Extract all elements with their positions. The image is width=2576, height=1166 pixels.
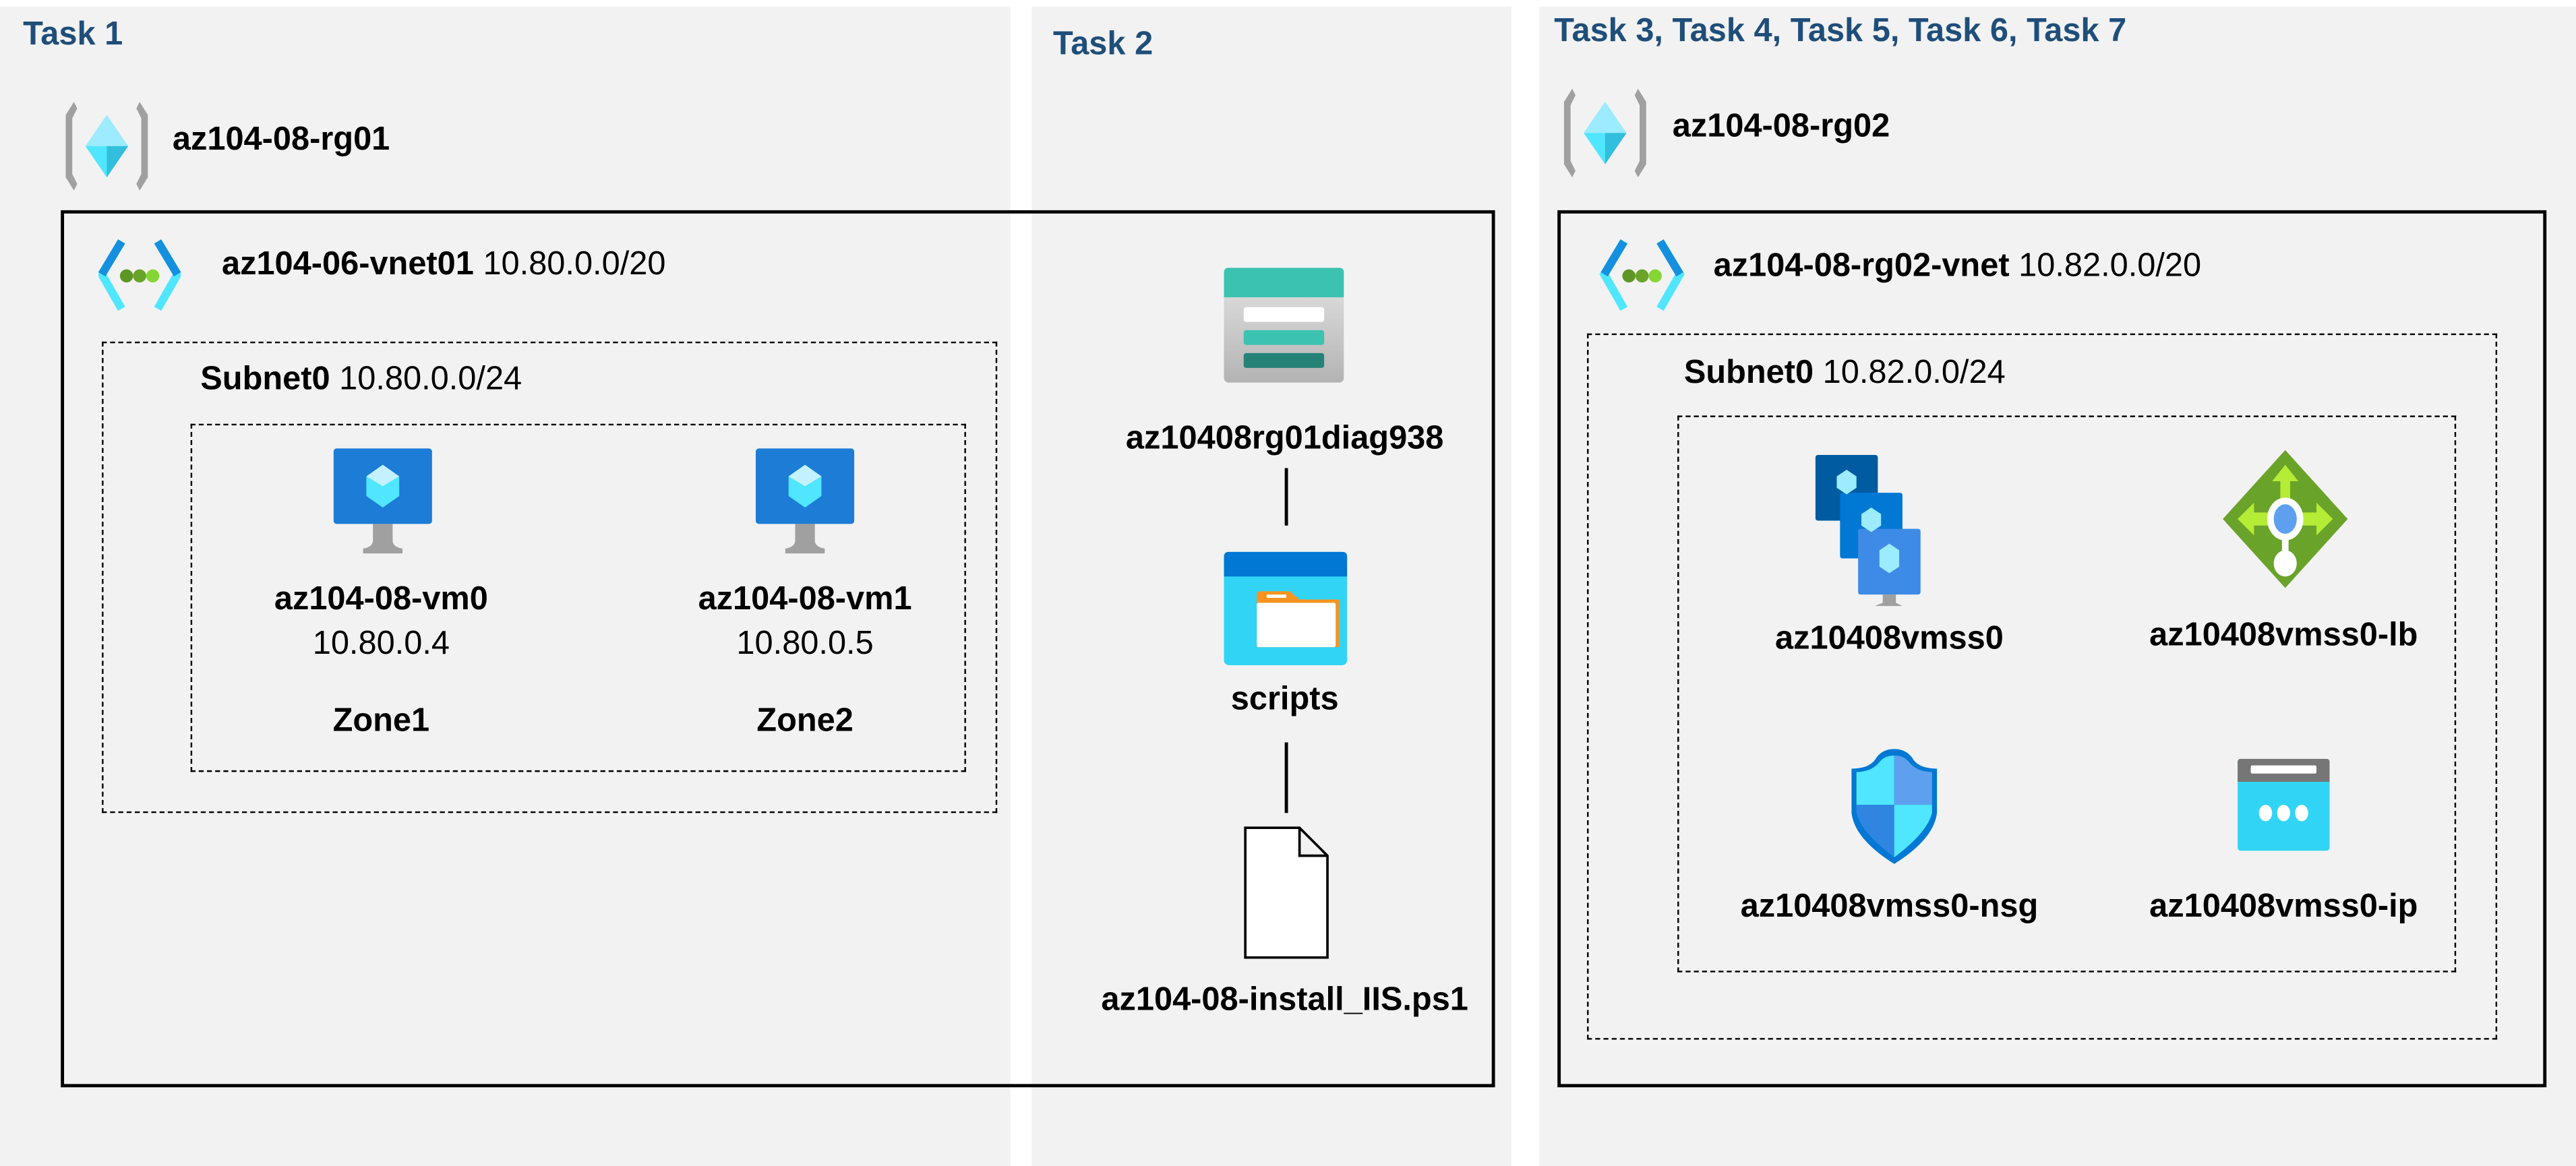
storage-account-icon	[1224, 268, 1344, 383]
subnet0-rg01-name: Subnet0	[200, 361, 330, 398]
task1-label: Task 1	[23, 16, 123, 53]
rg01-name: az104-08-rg01	[172, 121, 390, 158]
nsg-name: az10408vmss0-nsg	[1740, 888, 2039, 925]
virtual-network-icon	[98, 239, 181, 311]
load-balancer-icon	[2223, 450, 2348, 588]
lb-name: az10408vmss0-lb	[2149, 617, 2418, 654]
public-ip-name: az10408vmss0-ip	[2149, 888, 2418, 925]
rg02-vnet-name: az104-08-rg02-vnet	[1713, 247, 2010, 284]
container-icon	[1224, 551, 1348, 665]
vm0-zone: Zone1	[332, 702, 430, 739]
panel-task3	[1539, 6, 2576, 1166]
vnet01-cidr: 10.80.0.0/20	[483, 246, 666, 283]
vm1-name: az104-08-vm1	[698, 581, 912, 618]
panel-task1	[0, 6, 1011, 1166]
resource-group-icon	[1563, 88, 1646, 178]
rg02-vnet-label: az104-08-rg02-vnet 10.82.0.0/20	[1714, 248, 2201, 286]
vm0-name: az104-08-vm0	[274, 581, 488, 618]
rg01-container	[61, 210, 1495, 1088]
rg02-vnet-cidr: 10.82.0.0/20	[2018, 247, 2202, 284]
subnet0-rg02-label: Subnet0 10.82.0.0/24	[1684, 355, 2006, 392]
subnet-resources-box	[1677, 415, 2457, 973]
vm-icon	[333, 448, 432, 554]
connector-line	[1284, 468, 1288, 526]
task3-label: Task 3, Task 4, Task 5, Task 6, Task 7	[1554, 13, 2127, 50]
subnet0-rg02-cidr: 10.82.0.0/24	[1822, 355, 2006, 391]
subnet0-rg01	[102, 341, 998, 814]
network-security-group-icon	[1851, 749, 1938, 864]
vnet01-label: az104-06-vnet01 10.80.0.0/20	[222, 247, 665, 284]
resource-group-icon	[65, 102, 148, 191]
subnet0-rg01-label: Subnet0 10.80.0.0/24	[200, 361, 522, 399]
vm0-ip: 10.80.0.4	[312, 625, 450, 663]
vmss-name: az10408vmss0	[1775, 621, 2004, 657]
subnet0-rg02	[1587, 333, 2498, 1040]
vm1-ip: 10.80.0.5	[736, 625, 874, 663]
vnet01-name: az104-06-vnet01	[221, 246, 474, 283]
availability-zones-box	[190, 423, 966, 772]
rg02-container	[1557, 210, 2547, 1088]
file-icon	[1244, 826, 1329, 959]
virtual-network-icon	[1599, 239, 1685, 311]
storage-account-name: az10408rg01diag938	[1125, 420, 1444, 457]
container-name: scripts	[1230, 681, 1339, 718]
vm1-zone: Zone2	[756, 702, 853, 739]
script-file-name: az104-08-install_IIS.ps1	[1101, 982, 1468, 1018]
vm-scale-set-icon	[1815, 455, 1921, 607]
public-ip-icon	[2238, 758, 2330, 851]
vm-icon	[755, 448, 855, 554]
task2-label: Task 2	[1053, 26, 1154, 63]
rg02-name: az104-08-rg02	[1672, 108, 1890, 145]
connector-line	[1284, 742, 1288, 814]
subnet0-rg02-name: Subnet0	[1683, 355, 1814, 391]
subnet0-rg01-cidr: 10.80.0.0/24	[339, 361, 522, 398]
